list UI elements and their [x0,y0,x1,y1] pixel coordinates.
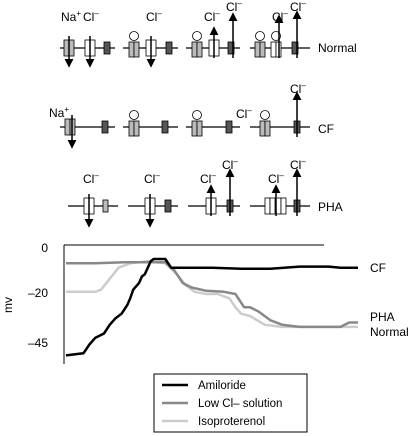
row-cf [64,110,301,137]
series-end-labels: CF PHA Normal [370,261,409,339]
series-line-low-cl-solution [66,261,358,329]
series-line-amiloride [65,257,358,357]
label-cl-r1c4a: Cl– [272,9,288,24]
y-ticks: 0 –20 –45 [28,241,48,350]
label-cl-r3c4a: Cl– [268,171,284,186]
series-layer [65,257,358,357]
series-line-isoproterenol [66,259,358,329]
label-cl-r2c3: Cl– [236,106,252,121]
y-tick-45: –45 [28,336,48,350]
row-label-pha: PHA [318,200,343,214]
y-tick-0: 0 [41,241,48,255]
label-cl-r3c4b: Cl– [290,157,306,172]
row-labels: Normal CF PHA [318,41,357,214]
label-cl-r2c4: Cl– [290,81,306,96]
legend-item-amiloride: Amiloride [162,380,246,392]
label-cl-r3c2: Cl– [144,171,160,186]
legend-item-isoproterenol: Isoproterenol [162,416,265,428]
label-cl-r1c3a: Cl– [204,9,220,24]
label-cl-r3c3b: Cl– [222,157,238,172]
label-cl-r1c1: Cl– [83,9,99,24]
end-label-normal: Normal [370,325,409,339]
row-cf-arrows [67,91,302,149]
row-pha-arrows [84,168,302,228]
legend: Amiloride Low Cl– solution Isoproterenol [153,373,308,433]
label-na-r1c1: Na+ [61,9,81,24]
label-cl-r1c4b: Cl– [290,0,306,14]
end-label-pha: PHA [370,310,395,324]
end-label-cf: CF [370,261,386,275]
label-cl-r3c1: Cl– [83,171,99,186]
label-cl-r3c3a: Cl– [200,171,216,186]
y-axis-label: mv [1,297,15,313]
y-tick-20: –20 [28,286,48,300]
legend-label-low-cl: Low Cl– solution [198,398,282,410]
legend-label-isoproterenol: Isoproterenol [198,416,265,428]
row-normal-arrows [64,10,302,68]
ion-labels: Na+ Cl– Cl– Cl– Cl– Cl– Cl– Na+ Cl– Cl– … [49,0,306,186]
legend-item-low-cl: Low Cl– solution [162,398,282,410]
legend-label-amiloride: Amiloride [198,380,246,392]
label-cl-r1c2: Cl– [146,9,162,24]
potential-chart: 0 –20 –45 mv CF PHA Normal Amiloride Low… [1,241,409,433]
label-cl-r1c3b: Cl– [226,0,242,14]
label-na-r2c1: Na+ [49,105,69,120]
row-normal [63,31,299,58]
row-label-normal: Normal [318,41,357,55]
row-label-cf: CF [318,122,334,136]
ion-diagram [60,10,310,228]
